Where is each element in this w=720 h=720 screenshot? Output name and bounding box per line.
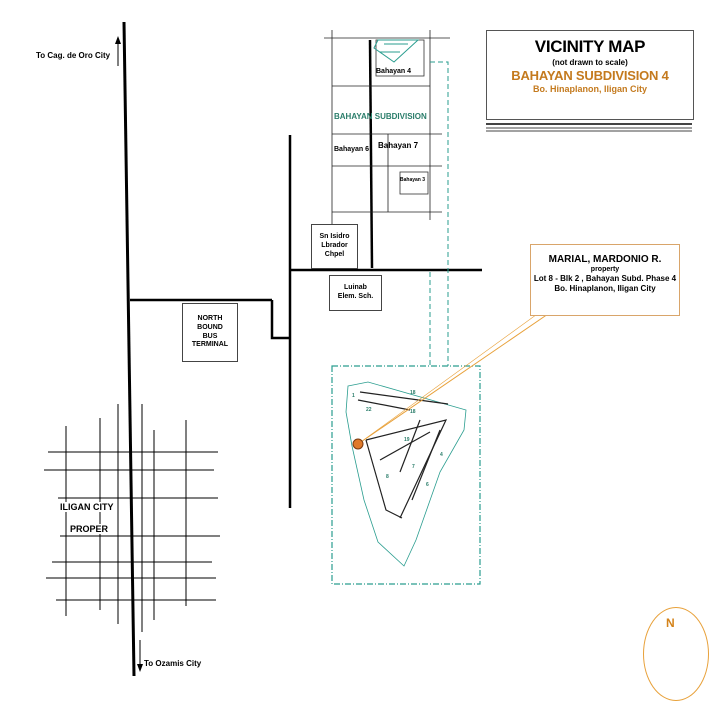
chapel-box: Sn Isidro Lbrador Chpel	[311, 224, 358, 269]
block-layout	[357, 391, 449, 519]
main-highway	[122, 21, 136, 677]
chapel-line-3: Chpel	[324, 250, 345, 258]
bahayan-3-label: Bahayan 3	[400, 177, 426, 183]
bahayan-subdivision-grid	[324, 30, 450, 224]
iligan-proper-label: PROPER	[70, 524, 109, 535]
iligan-city-grid	[44, 404, 220, 632]
north-indicator	[643, 607, 709, 701]
owner-name: MARIAL, MARDONIO R.	[548, 254, 662, 265]
lot-number: 6	[426, 482, 429, 488]
title-underline	[486, 123, 692, 132]
lot-number: 22	[366, 407, 372, 413]
bus-terminal-box: NORTH BOUND BUS TERMINAL	[182, 303, 238, 362]
chapel-line-1: Sn Isidro	[319, 233, 350, 241]
terminal-line-4: TERMINAL	[191, 341, 229, 349]
lot-number: 18	[410, 409, 416, 415]
bahayan-subdivision-label: BAHAYAN SUBDIVISION	[334, 112, 427, 121]
dashed-connector	[429, 61, 449, 366]
terminal-line-1: NORTH	[197, 315, 223, 322]
terminal-line-3: BUS	[202, 332, 218, 340]
subdivision-name: BAHAYAN SUBDIVISION 4	[511, 68, 669, 83]
bahayan4-block-shape	[373, 39, 420, 63]
map-note: (not drawn to scale)	[552, 58, 628, 67]
iligan-city-label: ILIGAN CITY	[60, 502, 114, 513]
chapel-line-2: Lbrador	[321, 242, 348, 250]
property-detail-frame	[331, 365, 481, 585]
leader-line	[357, 313, 549, 445]
bahayan-6-label: Bahayan 6	[334, 146, 370, 153]
north-letter: N	[666, 616, 675, 630]
lot-number: 4	[440, 452, 443, 458]
school-box: Luinab Elem. Sch.	[329, 275, 382, 311]
property-marker-icon	[352, 438, 364, 450]
owner-info-box: MARIAL, MARDONIO R. property Lot 8 - Blk…	[530, 244, 680, 316]
owner-role: property	[590, 266, 620, 273]
lot-number: 1	[352, 393, 355, 399]
leader-line-2	[357, 311, 541, 445]
up-arrow-icon	[115, 36, 121, 66]
lot-number: 8	[386, 474, 389, 480]
school-line-2: Elem. Sch.	[337, 293, 374, 300]
map-title: VICINITY MAP	[534, 37, 646, 56]
owner-lot: Lot 8 - Blk 2 , Bahayan Subd. Phase 4	[533, 274, 677, 283]
owner-address: Bo. Hinaplanon, Iligan City	[554, 284, 656, 293]
location-text: Bo. Hinaplanon, Iligan City	[532, 84, 647, 94]
to-cagayan-label: To Cag. de Oro City	[36, 51, 111, 60]
lot-number: 18	[410, 390, 416, 396]
connector-roads	[130, 39, 482, 508]
bahayan-4-label: Bahayan 4	[376, 68, 412, 75]
lot-number: 19	[404, 437, 410, 443]
to-ozamis-label: To Ozamis City	[144, 659, 202, 668]
bahayan-7-label: Bahayan 7	[378, 141, 419, 150]
terminal-line-2: BOUND	[197, 323, 223, 331]
down-arrow-icon	[137, 640, 143, 672]
lot-layout	[345, 381, 467, 567]
title-block: VICINITY MAP (not drawn to scale) BAHAYA…	[486, 30, 694, 120]
lot-number: 7	[412, 464, 415, 470]
school-line-1: Luinab	[344, 284, 367, 292]
